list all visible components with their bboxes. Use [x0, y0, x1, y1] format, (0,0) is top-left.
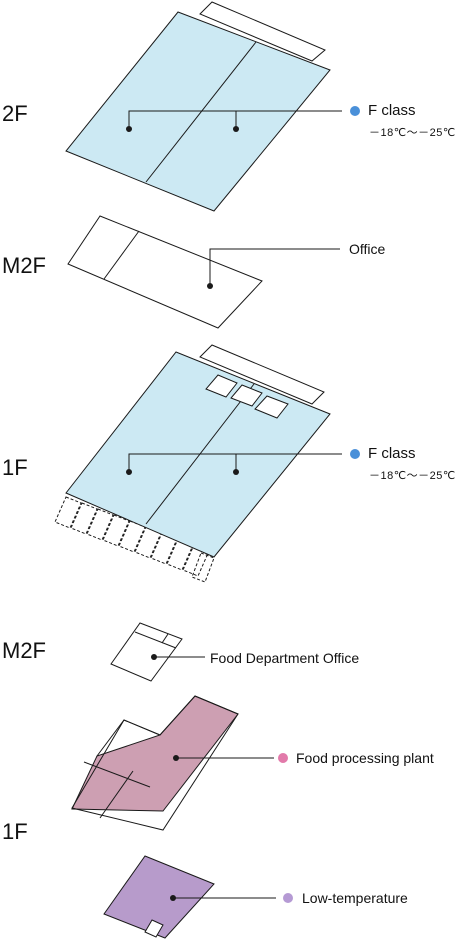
office-leader-line: [209, 248, 340, 286]
floor-2f-top-strip: [199, 1, 326, 62]
floor-m2f-lower-plan: [110, 622, 205, 682]
floor-m2f-upper-divider: [103, 230, 140, 280]
f-class-temp-lower: －18℃～－25℃: [369, 470, 456, 482]
leader-dot-icon: [173, 755, 179, 761]
leader-dot-icon: [233, 126, 239, 132]
leader-dot-icon: [170, 895, 176, 901]
food-plant-divider-v: [99, 770, 134, 819]
f-class-label-lower: F class: [368, 445, 416, 462]
food-dept-office-label: Food Department Office: [210, 650, 360, 666]
low-temperature-notch: [144, 919, 164, 938]
floor-1f-box-a: [205, 374, 238, 398]
f-class-label-upper: F class: [368, 102, 416, 119]
f-class-temp-upper: －18℃～－25℃: [369, 127, 456, 139]
leader-dot-icon: [126, 126, 132, 132]
floor-1f-box-c: [254, 395, 289, 419]
floor-m2f-upper-outline: [67, 215, 263, 329]
low-temperature-area: [103, 855, 215, 939]
leader-dot-icon: [126, 469, 132, 475]
food-dept-office-divider-1: [134, 631, 177, 649]
floor-2f-divider: [145, 41, 257, 183]
floor-label-1f-upper: 1F: [2, 455, 28, 480]
food-dept-office-outline: [110, 622, 183, 682]
low-temperature-label: Low-temperature: [302, 890, 408, 906]
floor-2f-leader-line: [128, 110, 342, 129]
low-temperature-plan: [103, 855, 293, 939]
legend-dot-icon: [278, 753, 288, 763]
legend-dot-icon: [350, 449, 360, 459]
leader-dot-icon: [151, 654, 157, 660]
floor-1f-leader-line: [128, 453, 342, 472]
floor-1f-box-b: [230, 384, 263, 407]
floor-label-m2f-lower: M2F: [2, 638, 46, 663]
floor-1f-top-strip: [199, 344, 325, 405]
floor-1f-upper-plan: [54, 344, 360, 583]
floor-label-1f-lower: 1F: [2, 819, 28, 844]
food-plant-label: Food processing plant: [296, 750, 434, 766]
floor-label-2f: 2F: [2, 101, 28, 126]
floor-1f-lower-plan: [71, 695, 288, 831]
food-plant-outline: [71, 695, 239, 831]
legend-dot-icon: [350, 106, 360, 116]
leader-dot-icon: [233, 469, 239, 475]
food-dept-office-divider-2: [161, 633, 169, 644]
floor-label-m2f-upper: M2F: [2, 253, 46, 278]
food-processing-plant-area: [71, 695, 239, 812]
floor-m2f-upper-plan: [67, 215, 340, 329]
floor-2f-plan: [65, 1, 360, 212]
office-label: Office: [349, 241, 386, 257]
food-plant-divider-h: [83, 761, 151, 788]
legend-dot-icon: [283, 893, 293, 903]
leader-dot-icon: [207, 283, 213, 289]
